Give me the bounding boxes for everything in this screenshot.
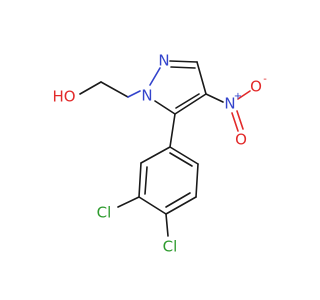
- bond-n2-c3-double: [170, 66, 196, 69]
- bond-c4-nitro: [205, 93, 224, 103]
- bond-o-ch2: [79, 81, 102, 95]
- bond-ph-c1-c2: [140, 146, 171, 164]
- bond-c5-n1: [154, 100, 176, 115]
- ring-n1-label: N: [141, 87, 152, 105]
- bond-ph-c3-cl: [117, 196, 140, 208]
- bond-ph-c2-c3: [138, 162, 142, 198]
- ring-n2-label: N: [158, 52, 169, 70]
- bond-n1-n2: [149, 67, 161, 86]
- bond-ph-c4-cl: [165, 213, 169, 237]
- bond-ph-c6-c1: [169, 146, 199, 165]
- bond-ph-c2-c3-double: [144, 166, 148, 195]
- bond-c5-phenyl: [169, 113, 176, 148]
- nitro-o-label: O: [235, 131, 247, 149]
- chlorine-4-label: Cl: [163, 238, 178, 256]
- atom-labels: HO N N N + O - O Cl Cl: [52, 52, 267, 256]
- bond-ch2-n1: [127, 90, 141, 98]
- bond-c4-c5: [174, 93, 207, 115]
- bond-ph-c4-c5-double: [165, 192, 191, 208]
- bond-ch2-ch2: [100, 81, 129, 98]
- bond-ph-c4-c5: [165, 196, 197, 215]
- nitro-o-minus-label: O: [250, 78, 262, 96]
- nitro-o-minus-charge: -: [263, 74, 267, 85]
- bond-c3-c4: [196, 61, 207, 95]
- nitro-n-charge: +: [234, 91, 242, 102]
- bond-nitro-o: [231, 112, 239, 132]
- bond-nitro-o-minus: [237, 90, 251, 100]
- nitro-n-label: N: [224, 95, 235, 113]
- chlorine-3-label: Cl: [97, 204, 112, 222]
- hydroxyl-label: HO: [52, 88, 75, 106]
- bond-n2-c3: [169, 60, 198, 63]
- bonds: [79, 60, 251, 237]
- molecule-structure: HO N N N + O - O Cl Cl: [52, 52, 267, 256]
- molecule-diagram: HO N N N + O - O Cl Cl: [52, 52, 267, 256]
- bond-ph-c3-c4: [138, 196, 167, 215]
- bond-ph-c5-c6: [195, 163, 199, 198]
- bond-ph-c6-c1-double: [169, 152, 193, 167]
- bond-nitro-o-double: [236, 110, 244, 130]
- bond-c4-c5-double: [175, 93, 200, 109]
